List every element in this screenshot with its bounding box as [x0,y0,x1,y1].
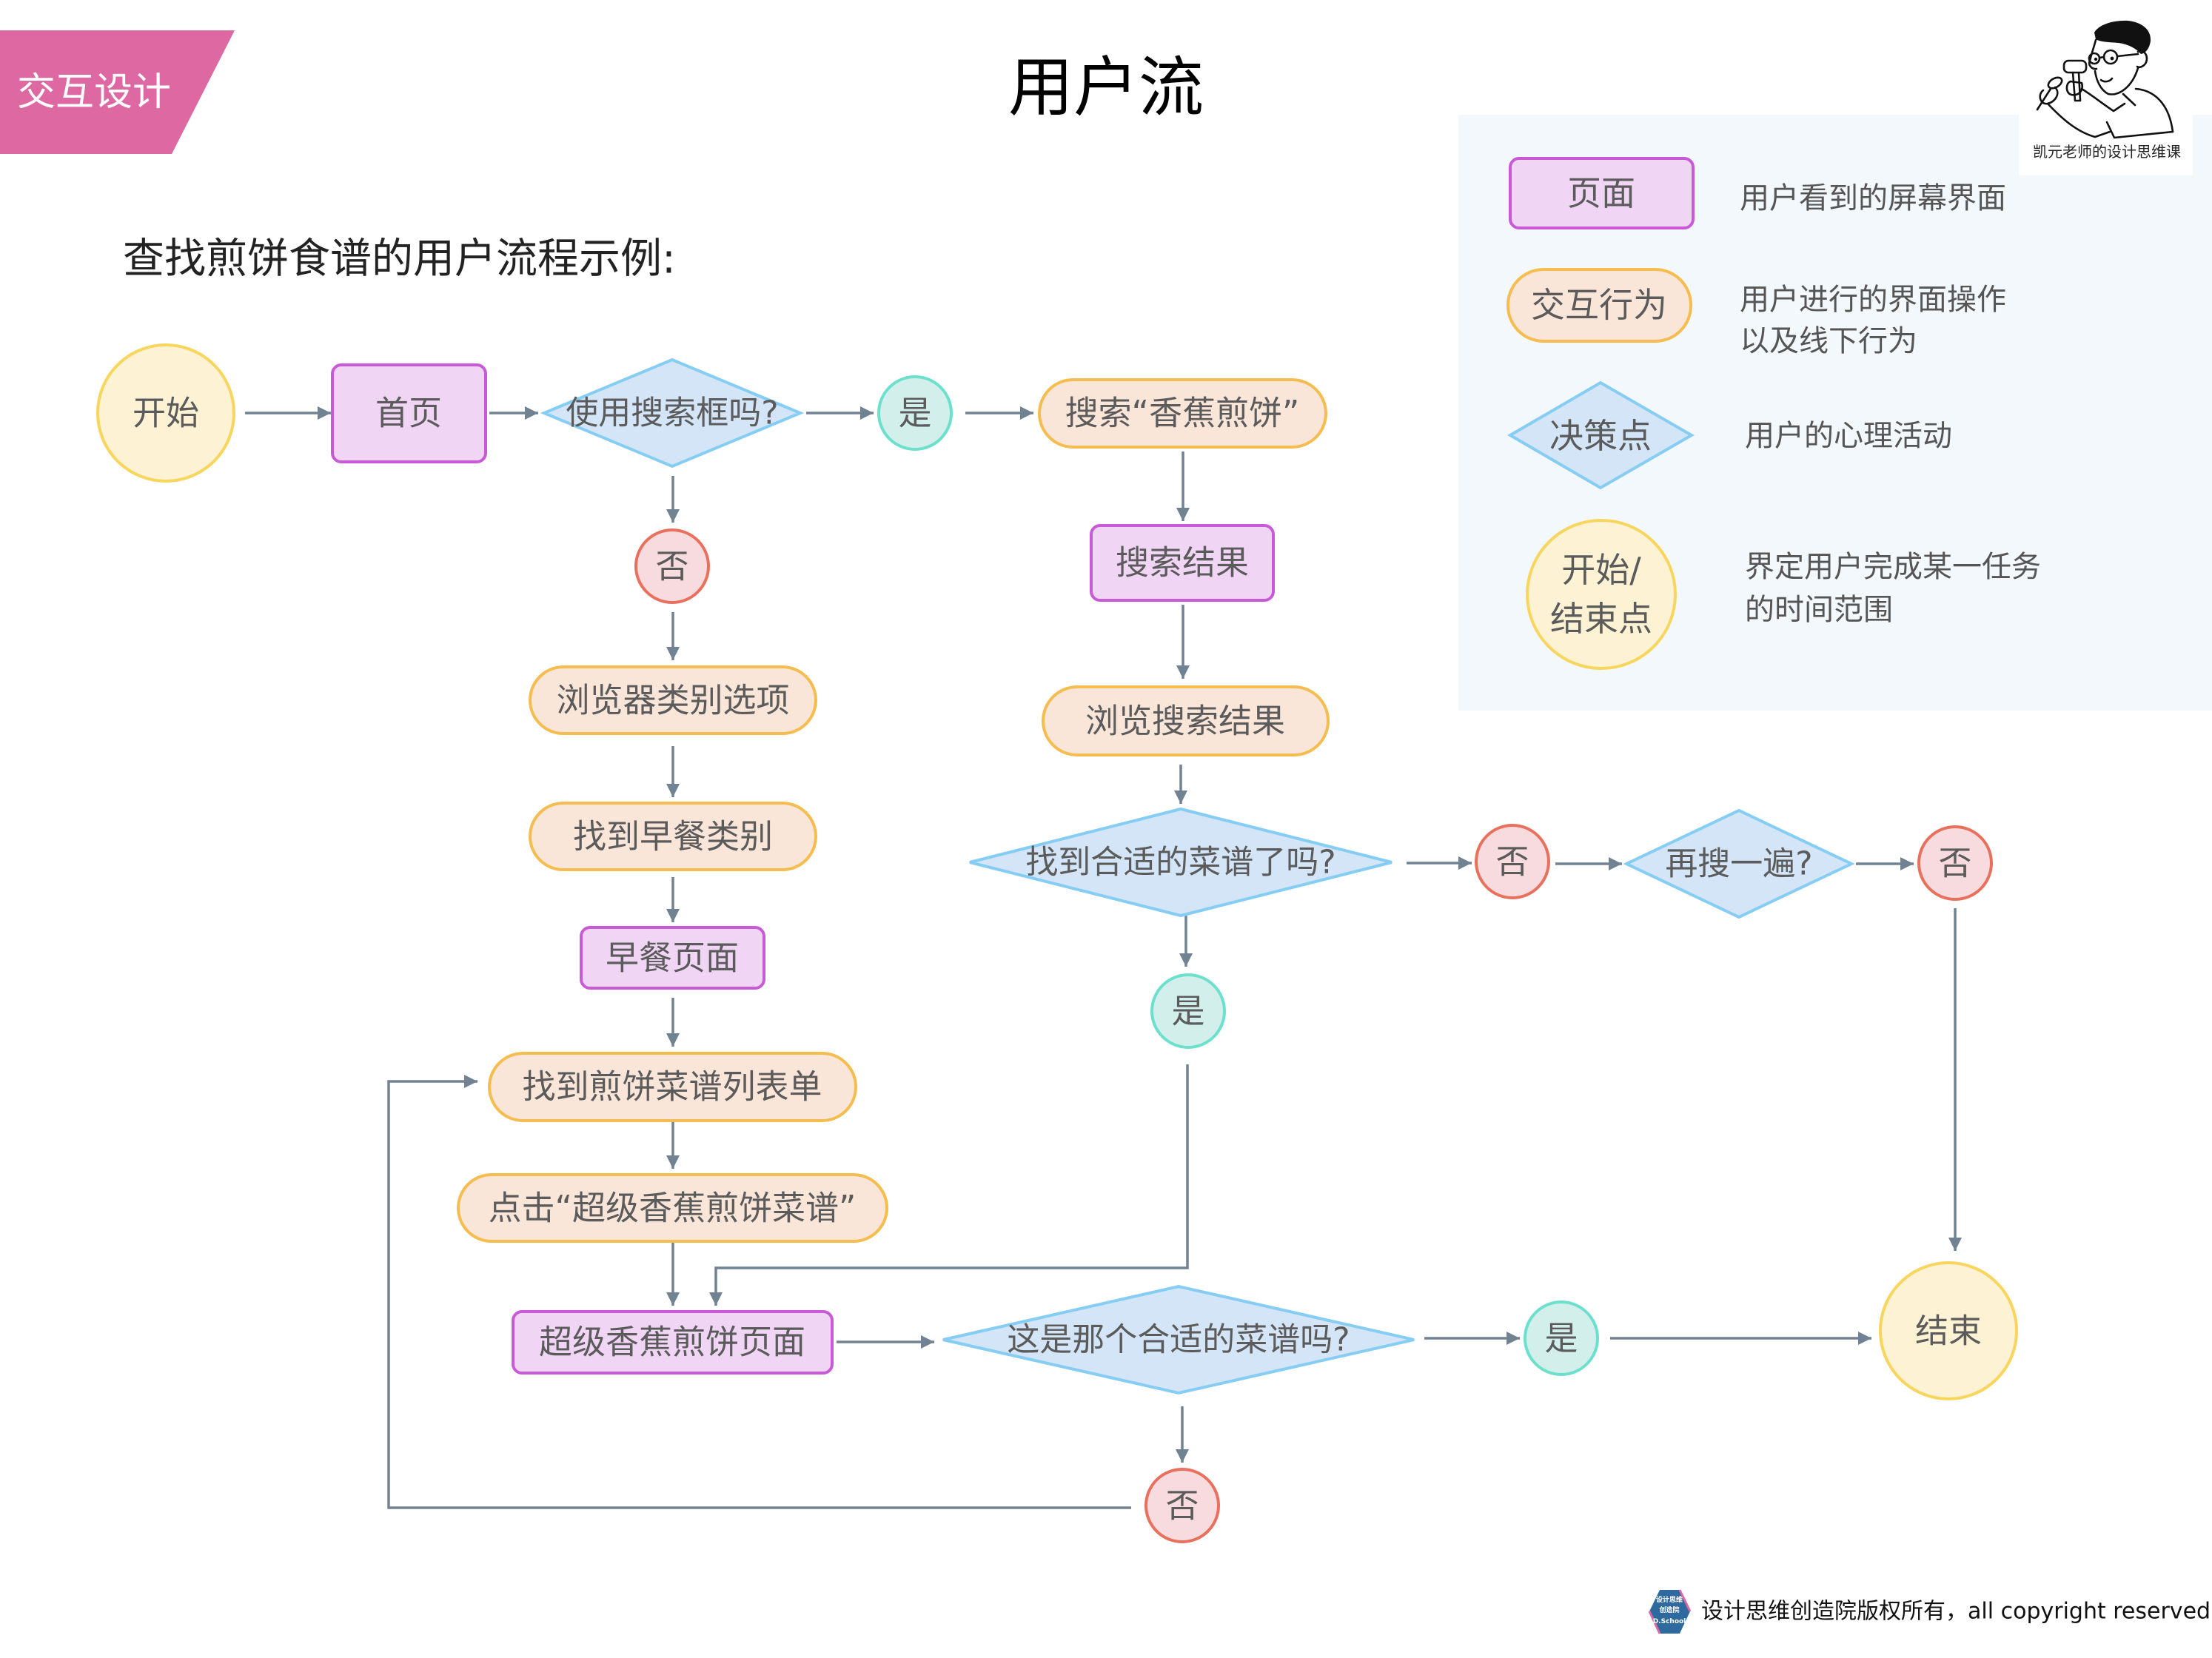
legend-page-description: 用户看到的屏幕界面 [1740,181,2006,215]
logo-caption: 凯元老师的设计思维课 [2033,143,2181,161]
legend-decision-shape [1507,380,1695,490]
node-label: 否 [1165,1486,1199,1526]
flow-node-no-right: 否 [1144,1468,1220,1543]
page-title: 用户流 [1008,50,1204,126]
node-label: 这是那个合适的菜谱吗? [1007,1321,1350,1359]
flow-node-yes-found: 是 [1150,973,1226,1049]
node-label: 否 [655,547,688,586]
flow-node-yes-search: 是 [877,375,953,451]
legend-terminal-label-line2: 结束点 [1550,599,1652,639]
course-logo: 凯元老师的设计思维课 [2019,0,2193,175]
legend-panel: 页面 用户看到的屏幕界面 交互行为 用户进行的界面操作 以及线下行为 决策点 用… [1458,115,2212,711]
flow-edges [245,406,1962,1509]
flow-node-search-again-decision: 再搜一遍? [1623,808,1855,919]
flow-node-search-banana: 搜索“香蕉煎饼” [1038,378,1327,449]
legend-action-shape [1506,268,1692,343]
legend-action-label: 交互行为 [1531,285,1667,325]
node-label: 否 [1495,842,1529,882]
flow-node-found-decision: 找到合适的菜谱了吗? [969,807,1392,918]
node-label: 超级香蕉煎饼页面 [539,1323,805,1362]
legend-decision-description: 用户的心理活动 [1745,419,1952,453]
node-label: 浏览器类别选项 [556,681,789,720]
node-label: 找到合适的菜谱了吗? [1025,844,1335,882]
node-label: 找到早餐类别 [573,817,773,856]
node-label: 否 [1938,844,1971,883]
legend-action-description-line2: 以及线下行为 [1740,324,1917,358]
node-label: 首页 [375,394,442,433]
flow-node-search-results: 搜索结果 [1090,524,1275,602]
legend-decision-label: 决策点 [1549,416,1652,456]
node-label: 是 [1171,992,1204,1031]
section-tag-label: 交互设计 [17,70,171,115]
flow-node-no-search-again: 否 [1917,825,1993,901]
flow-node-find-pancake-list: 找到煎饼菜谱列表单 [488,1052,857,1122]
legend-terminal-description-line1: 界定用户完成某一任务 [1745,550,2041,584]
edge-yes-found-to-recipe-page [709,1064,1189,1306]
flow-node-browse-categories: 浏览器类别选项 [529,665,817,735]
flow-node-breakfast-page: 早餐页面 [580,926,765,990]
flow-node-no-found: 否 [1475,824,1550,899]
dschool-badge-icon: 设计思维 创造院 D.School [1648,1589,1692,1634]
legend-page-shape [1509,157,1695,229]
flow-node-start: 开始 [96,343,235,483]
node-label: 搜索“香蕉煎饼” [1065,394,1300,433]
node-label: 是 [898,394,931,433]
node-label: 是 [1544,1319,1578,1358]
flow-node-recipe-page: 超级香蕉煎饼页面 [512,1310,834,1375]
node-label: 找到煎饼菜谱列表单 [522,1067,822,1107]
flow-nodes: 开始 首页 使用搜索框吗? 是 搜索“香蕉煎饼” 搜索结果 浏览搜索结果 找到 [96,343,2018,1543]
flow-node-yes-right: 是 [1524,1300,1599,1376]
node-label: 点击“超级香蕉煎饼菜谱” [489,1189,857,1228]
copyright-notice: 设计思维创造院版权所有，all copyright reserved [1701,1599,2211,1625]
flow-node-click-recipe: 点击“超级香蕉煎饼菜谱” [457,1173,888,1243]
flow-node-end: 结束 [1879,1261,2018,1400]
badge-line: D.School [1653,1618,1686,1625]
legend-item-decision: 决策点 用户的心理活动 [1507,380,1952,490]
node-label: 早餐页面 [606,939,739,978]
badge-line: 创造院 [1658,1605,1679,1614]
section-tag: 交互设计 [0,30,235,154]
edge-no-loop-to-pancake-list [387,1075,1131,1509]
legend-terminal-shape [1526,519,1677,670]
badge-line: 设计思维 [1656,1595,1683,1604]
flow-node-home: 首页 [331,363,487,463]
node-label: 开始 [133,394,199,433]
node-label: 浏览搜索结果 [1085,702,1285,741]
node-label: 使用搜索框吗? [566,395,778,432]
footer: 设计思维 创造院 D.School 设计思维创造院版权所有，all copyri… [1648,1589,2211,1634]
flow-node-find-breakfast: 找到早餐类别 [529,802,817,871]
node-label: 结束 [1915,1312,1982,1351]
flow-node-browse-results: 浏览搜索结果 [1042,685,1330,756]
legend-page-label: 页面 [1567,173,1635,213]
legend-item-action: 交互行为 用户进行的界面操作 以及线下行为 [1506,268,2006,358]
diagram-subtitle: 查找煎饼食谱的用户流程示例: [123,235,676,283]
node-label: 搜索结果 [1116,543,1249,583]
teacher-hammer-cartoon-icon [2036,20,2174,139]
section-tag-banner [0,30,235,154]
legend-item-page: 页面 用户看到的屏幕界面 [1509,157,2006,229]
legend-terminal-description-line2: 的时间范围 [1745,593,1893,627]
legend-terminal-label-line1: 开始/ [1561,550,1641,590]
node-label: 再搜一遍? [1665,845,1812,883]
flow-node-use-search-decision: 使用搜索框吗? [540,358,805,469]
legend-item-terminal: 开始/ 结束点 界定用户完成某一任务 的时间范围 [1526,519,2041,670]
flow-node-no-search: 否 [634,528,710,604]
flow-node-right-recipe-decision: 这是那个合适的菜谱吗? [942,1284,1415,1395]
legend-action-description-line1: 用户进行的界面操作 [1740,283,2006,317]
